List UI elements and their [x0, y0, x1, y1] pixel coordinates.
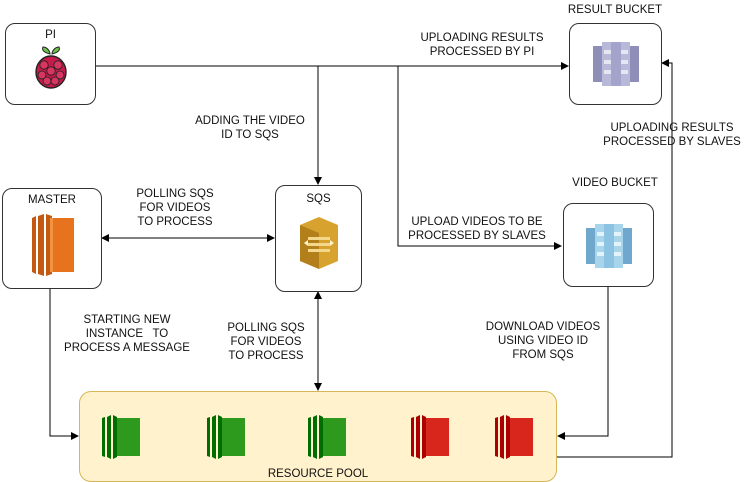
edge-label-line: USING VIDEO ID: [497, 335, 589, 347]
edge-label-master-to-pool: STARTING NEW INSTANCE TO PROCESS A MESSA…: [52, 313, 202, 355]
edge-label-line: TO PROCESS: [228, 350, 304, 362]
edge-pi-to-video: [397, 66, 562, 250]
edge-label-line: UPLOAD VIDEOS TO BE: [411, 216, 543, 228]
result-bucket-node: [569, 23, 662, 105]
edge-label-pi-to-sqs: ADDING THE VIDEO ID TO SQS: [180, 114, 320, 142]
ec2-instance-icon: [207, 415, 245, 459]
video-bucket-label: VIDEO BUCKET: [572, 177, 658, 189]
edge-label-line: PROCESSED BY SLAVES: [603, 136, 741, 148]
edge-label-line: FROM SQS: [512, 349, 574, 361]
sqs-queue-icon: [300, 217, 338, 269]
ec2-instance-icon: [32, 214, 74, 276]
edge-label-line: TO PROCESS: [137, 216, 213, 228]
s3-bucket-icon: [593, 42, 639, 86]
edge-label-pi-to-result: UPLOADING RESULTS PROCESSED BY PI: [402, 31, 562, 59]
s3-bucket-icon: [586, 224, 632, 268]
resource-pool-node: RESOURCE POOL: [79, 391, 557, 482]
edge-master-to-pool: [49, 289, 79, 440]
edge-pool-to-result: [557, 59, 673, 458]
edge-label-line: PROCESSED BY PI: [429, 46, 535, 58]
master-label: MASTER: [28, 194, 76, 206]
edge-label-line: POLLING SQS: [227, 322, 305, 334]
edge-label-pool-to-result: UPLOADING RESULTS PROCESSED BY SLAVES: [596, 121, 748, 149]
pi-node: PI: [5, 23, 96, 105]
raspberry-pi-icon: [35, 46, 67, 89]
edge-label-line: ADDING THE VIDEO: [195, 115, 305, 127]
edge-label-line: FOR VIDEOS: [230, 336, 302, 348]
edge-label-line: POLLING SQS: [136, 188, 214, 200]
edge-label-line: ID TO SQS: [221, 129, 279, 141]
ec2-instance-icon: [308, 415, 346, 459]
edge-label-line: DOWNLOAD VIDEOS: [485, 321, 601, 333]
edge-label-line: STARTING NEW: [83, 314, 171, 326]
pi-label: PI: [45, 29, 56, 41]
edge-label-pi-to-video: UPLOAD VIDEOS TO BE PROCESSED BY SLAVES: [398, 215, 556, 243]
edge-video-to-pool: [557, 287, 609, 440]
resource-pool-label: RESOURCE POOL: [267, 468, 369, 480]
result-bucket-label: RESULT BUCKET: [567, 4, 663, 16]
edge-label-line: INSTANCE TO: [85, 328, 169, 340]
edge-label-line: UPLOADING RESULTS: [420, 32, 544, 44]
video-bucket-node: [563, 203, 654, 287]
master-node: MASTER: [2, 188, 102, 289]
ec2-instance-icon: [102, 415, 140, 459]
edge-label-line: PROCESS A MESSAGE: [64, 342, 190, 354]
sqs-node: SQS: [275, 185, 362, 292]
edge-label-line: PROCESSED BY SLAVES: [408, 230, 546, 242]
edge-label-pool-sqs: POLLING SQS FOR VIDEOS TO PROCESS: [206, 321, 326, 363]
edge-label-line: UPLOADING RESULTS: [610, 122, 734, 134]
edge-label-line: FOR VIDEOS: [139, 202, 211, 214]
ec2-instance-icon: [411, 415, 449, 459]
ec2-instance-icon: [495, 415, 533, 459]
edge-label-video-to-pool: DOWNLOAD VIDEOS USING VIDEO ID FROM SQS: [478, 320, 608, 362]
sqs-label: SQS: [306, 193, 331, 205]
edge-label-master-sqs: POLLING SQS FOR VIDEOS TO PROCESS: [115, 187, 235, 229]
